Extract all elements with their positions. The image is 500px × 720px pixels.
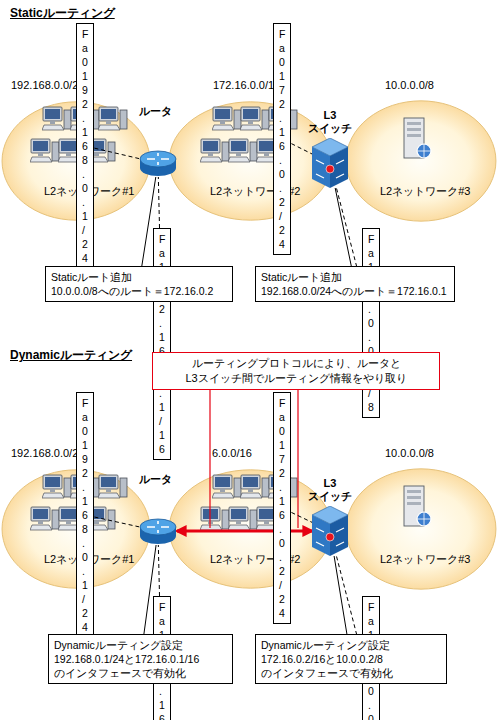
- callout-box: Dynamicルーティング設定 172.16.0.2/16と10.0.0.2/8…: [255, 634, 447, 684]
- network-text: L2ネットワーク#3: [380, 553, 470, 566]
- callout-leader: [209, 390, 210, 528]
- routing-exchange-arrow: [177, 530, 312, 533]
- callout-leader: [297, 390, 298, 528]
- network-text: 192.168.0.0/24: [11, 79, 84, 92]
- callout-box: Fa0 192.168.0.1/24: [76, 392, 94, 638]
- network-text: 172.16.0.0/16: [213, 79, 280, 92]
- callout-box: Fa0 172.16.0.2/24: [273, 392, 291, 624]
- box-text: Dynamicルーティング設定 192.168.0.1/24と172.16.0.…: [54, 638, 227, 680]
- callout-box: Fa0 192.168.0.1/24: [76, 23, 94, 269]
- network-text: 192.168.0.0/24: [11, 447, 84, 460]
- box-text: Dynamicルーティング設定 172.16.0.2/16と10.0.0.2/8…: [261, 638, 441, 680]
- router-shape: [139, 149, 177, 177]
- box-text: Staticルート追加 192.168.0.0/24へのルート＝172.16.0…: [261, 270, 449, 298]
- device-label: L3 スイッチ: [308, 109, 352, 135]
- box-text: Fa0 172.16.0.2/24: [279, 27, 285, 251]
- callout-line: [334, 556, 347, 634]
- section-heading: Staticルーティング: [10, 5, 115, 22]
- device-label: ルータ: [139, 473, 172, 486]
- box-text: Fa0 192.168.0.1/24: [82, 27, 88, 265]
- device-label: L3 スイッチ: [308, 477, 352, 503]
- callout-box: Staticルート追加 10.0.0.0/8へのルート＝172.16.0.2: [45, 266, 233, 302]
- callout-box: Dynamicルーティング設定 192.168.0.1/24と172.16.0.…: [48, 634, 233, 684]
- l3-switch-icon: L3 スイッチ: [312, 506, 348, 556]
- network-text: L2ネットワーク#3: [380, 185, 470, 198]
- leader-line: [158, 177, 159, 228]
- router-shape: [139, 517, 177, 545]
- network-text: 10.0.0.0/8: [385, 79, 434, 92]
- box-text: Fa0 192.168.0.1/24: [82, 396, 88, 634]
- network-text: 6.0.0/16: [212, 447, 252, 460]
- note-callout: ルーティングプロトコルにより、ルータと L3スイッチ間でルーティング情報をやり取…: [152, 352, 440, 390]
- switch-shape: [312, 138, 348, 188]
- callout-box: Fa0 172.16.0.2/24: [273, 23, 291, 255]
- device-label: ルータ: [139, 105, 172, 118]
- router-icon: ルータ: [139, 517, 177, 545]
- switch-shape: [312, 506, 348, 556]
- box-text: Staticルート追加 10.0.0.0/8へのルート＝172.16.0.2: [51, 270, 227, 298]
- callout-box: Fa1 172.16.0.1/16: [153, 228, 171, 460]
- callout-line: [335, 188, 351, 266]
- callout-box: Staticルート追加 192.168.0.0/24へのルート＝172.16.0…: [255, 266, 455, 302]
- note-text: ルーティングプロトコルにより、ルータと L3スイッチ間でルーティング情報をやり取…: [157, 356, 435, 386]
- section-heading: Dynamicルーティング: [10, 347, 132, 364]
- router-icon: ルータ: [139, 149, 177, 177]
- box-text: Fa0 172.16.0.2/24: [279, 396, 285, 620]
- network-text: 10.0.0.0/8: [385, 447, 434, 460]
- l3-switch-icon: L3 スイッチ: [312, 138, 348, 188]
- leader-line: [158, 545, 159, 596]
